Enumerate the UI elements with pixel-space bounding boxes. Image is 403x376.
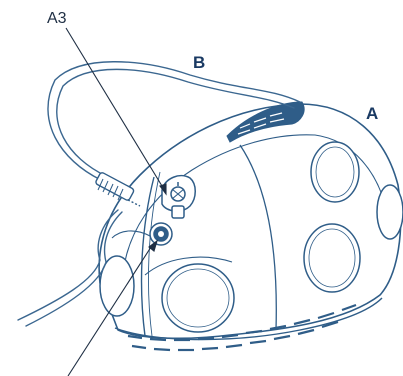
side-panel-edge — [377, 185, 403, 239]
label-a3: A3 — [47, 10, 67, 27]
side-panel-upper — [311, 142, 359, 202]
front-panel — [162, 264, 234, 332]
label-b: B — [193, 53, 205, 72]
air-outlet-port — [150, 223, 172, 245]
side-panel-lower — [304, 224, 360, 292]
pointer-a3 — [66, 28, 162, 186]
label-a: A — [366, 104, 378, 123]
compressor-housing — [99, 104, 401, 338]
